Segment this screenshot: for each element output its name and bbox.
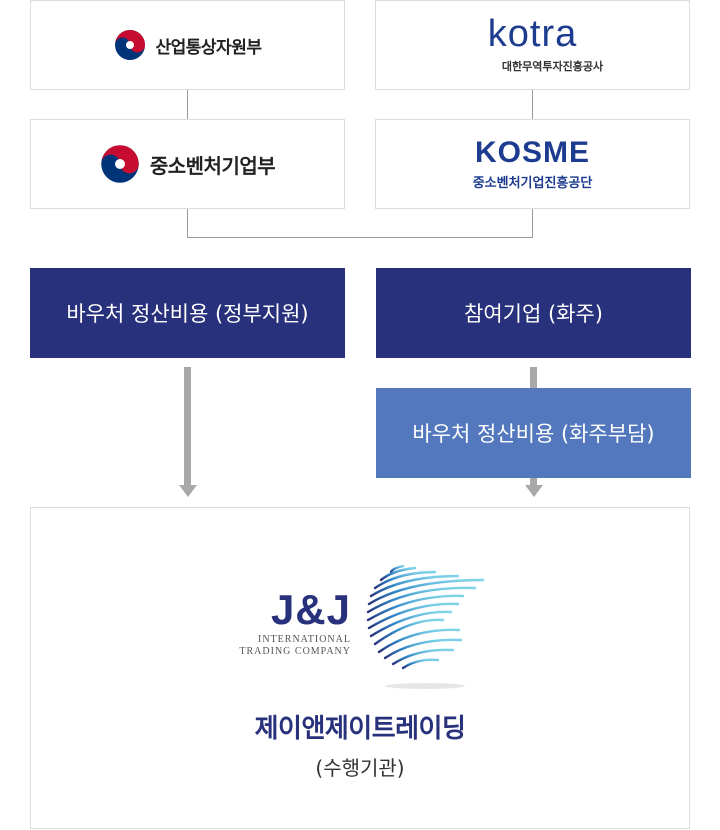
participant-box: 참여기업 (화주) [376,268,691,358]
kosme-logo-box: KOSME 중소벤처기업진흥공단 [375,119,690,209]
connector-left-vertical [187,90,188,120]
executor-role: (수행기관) [315,756,405,780]
mss-name: 중소벤처기업부 [149,153,276,178]
kotra-subtitle: 대한무역투자진흥공사 [501,60,604,73]
connector-bracket-bottom [187,237,533,238]
jj-logo: J&J INTERNATIONAL TRADING COMPANY [231,558,491,689]
globe-icon [366,564,485,689]
connector-bracket-left [187,209,188,237]
kosme-subtitle: 중소벤처기업진흥공단 [472,175,593,191]
executor-box: J&J INTERNATIONAL TRADING COMPANY [30,507,690,829]
mss-logo: 중소벤처기업부 [100,144,276,184]
motie-name: 산업통상자원부 [155,37,262,58]
gov-support-box: 바우처 정산비용 (정부지원) [30,268,345,358]
kotra-logo-box: kotra 대한무역투자진흥공사 [375,0,690,90]
kosme-wordmark: KOSME [474,135,590,169]
right-arrow-head [525,485,543,497]
connector-bracket-right [532,209,533,237]
gov-support-label: 바우처 정산비용 (정부지원) [66,302,309,326]
kotra-wordmark: kotra [487,13,578,55]
taeguk-icon [101,145,139,183]
connector-right-vertical [532,90,533,120]
executor-name: 제이앤제이트레이딩 [254,714,466,744]
jj-sub-line2: TRADING COMPANY [239,646,351,657]
left-arrow-head [179,485,197,497]
jj-sub-line1: INTERNATIONAL [258,634,351,645]
motie-logo-box: 산업통상자원부 [30,0,345,90]
taeguk-icon [114,30,145,60]
kosme-logo: KOSME 중소벤처기업진흥공단 [472,135,593,191]
shipper-share-box: 바우처 정산비용 (화주부담) [376,388,691,478]
mss-logo-box: 중소벤처기업부 [30,119,345,209]
motie-logo: 산업통상자원부 [114,29,262,61]
left-arrow-shaft [184,367,191,486]
jj-wordmark: J&J [270,586,351,633]
participant-label: 참여기업 (화주) [464,302,603,326]
kotra-logo: kotra 대한무역투자진흥공사 [462,13,604,74]
shipper-share-label: 바우처 정산비용 (화주부담) [412,422,655,446]
